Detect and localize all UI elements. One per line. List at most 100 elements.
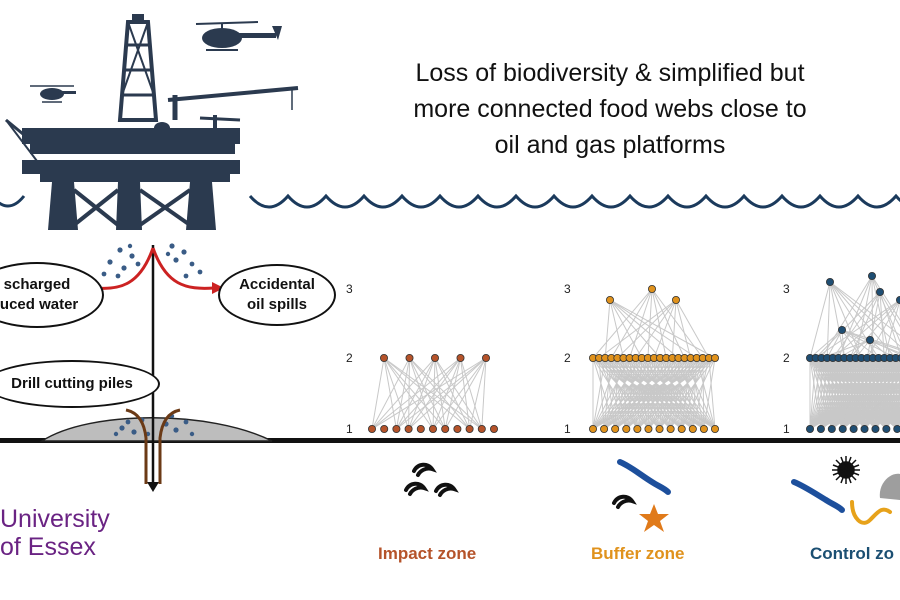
cutting-particles: [113, 413, 195, 437]
food-web-link: [831, 376, 900, 430]
zone-label-control: Control zo: [810, 544, 895, 563]
food-web-link: [444, 357, 487, 430]
food-web-node-level3: [826, 277, 835, 286]
food-web-link: [408, 357, 487, 430]
food-web-link: [832, 291, 881, 359]
food-web-link: [879, 291, 900, 328]
food-web-link: [829, 281, 900, 336]
bubble-line: oil spills: [246, 296, 307, 313]
food-web-link: [408, 357, 461, 430]
food-web-link: [592, 357, 704, 430]
food-web-node-level1: [465, 424, 474, 433]
food-web-link: [371, 357, 410, 430]
food-web-node-level1: [633, 424, 642, 433]
food-web-link: [592, 357, 631, 430]
food-web-link: [809, 357, 828, 430]
food-web-link: [383, 357, 434, 430]
food-web-node-level2: [379, 353, 388, 362]
food-web-link: [832, 299, 900, 359]
oil-spills-bubble: Accidental oil spills: [218, 264, 336, 326]
food-web-link: [809, 357, 817, 430]
food-web-node-level1: [711, 424, 720, 433]
food-web-link: [481, 357, 487, 430]
food-web-link: [815, 291, 881, 359]
food-web-node-level1: [666, 424, 675, 433]
food-web-link: [396, 357, 487, 430]
bubble-line: scharged: [3, 276, 71, 293]
food-web-link: [849, 291, 881, 359]
food-web-node-level3: [866, 335, 875, 344]
food-web-link: [871, 275, 874, 359]
title-line: more connected food webs close to: [413, 95, 807, 123]
food-web-link: [809, 357, 897, 430]
trophic-level-label: 3: [346, 282, 353, 296]
food-web-node-level3: [648, 284, 657, 293]
food-web-link: [809, 369, 900, 430]
food-web-link: [371, 357, 487, 430]
food-web-link: [432, 357, 487, 430]
food-web-link: [826, 329, 843, 359]
food-web-link: [671, 299, 677, 359]
food-web-link: [809, 357, 834, 430]
polychaete-icon: [791, 479, 845, 513]
food-web-link: [653, 299, 677, 359]
starfish-icon: [639, 504, 669, 532]
food-web-edges: [809, 275, 900, 430]
food-web-link: [809, 329, 843, 359]
food-web-link: [434, 357, 446, 430]
food-web-link: [383, 357, 410, 430]
food-web-node-level1: [677, 424, 686, 433]
food-web-link: [383, 357, 446, 430]
seabed-line: [0, 438, 900, 443]
food-web-link: [603, 357, 710, 430]
wave: [0, 195, 26, 208]
food-web-link: [869, 339, 900, 351]
food-web-link: [703, 357, 716, 430]
worm-icon: [434, 482, 459, 497]
food-web-node-level1: [688, 424, 697, 433]
drill-cutting-mound: [39, 417, 273, 442]
food-web-link: [637, 357, 716, 430]
food-web-link: [809, 357, 885, 430]
worm-icon: [412, 462, 437, 477]
food-web-link: [809, 357, 840, 430]
drill-casing: [125, 408, 148, 484]
food-web-edges: [592, 288, 716, 430]
food-web-link: [849, 299, 900, 359]
food-web-link: [809, 357, 879, 430]
food-web-node-level1: [882, 424, 891, 433]
food-web-node-level1: [589, 424, 598, 433]
helicopter-icon: [30, 85, 76, 103]
food-web-node-level3: [672, 295, 681, 304]
food-web-link: [842, 378, 900, 430]
food-web-link: [853, 385, 900, 430]
trophic-level-label: 2: [346, 351, 353, 365]
food-web-node-level3: [896, 296, 900, 304]
food-web-0: 123: [346, 282, 498, 436]
food-web-link: [815, 299, 900, 359]
food-web-link: [409, 357, 446, 430]
trophic-level-label: 2: [783, 351, 790, 365]
sea-surface-waves: [0, 193, 900, 209]
food-web-link: [809, 357, 874, 430]
food-web-link: [609, 299, 661, 359]
food-web-link: [841, 329, 862, 359]
food-web-link: [809, 375, 900, 430]
food-web-link: [820, 374, 900, 430]
food-web-link: [875, 396, 900, 430]
food-web-link: [592, 357, 606, 430]
food-web-node-level2: [405, 353, 414, 362]
impact-organisms: [404, 462, 459, 497]
food-web-link: [460, 357, 483, 430]
worm-icon: [850, 500, 892, 525]
discharge-particles: [101, 243, 203, 279]
drill-arrowhead: [147, 482, 159, 492]
polychaete-icon: [617, 459, 671, 495]
food-web-link: [614, 357, 716, 430]
food-web-link: [603, 357, 685, 430]
food-web-node-level1: [655, 424, 664, 433]
food-web-link: [647, 288, 653, 359]
food-web-link: [371, 357, 461, 430]
trophic-level-label: 2: [564, 351, 571, 365]
